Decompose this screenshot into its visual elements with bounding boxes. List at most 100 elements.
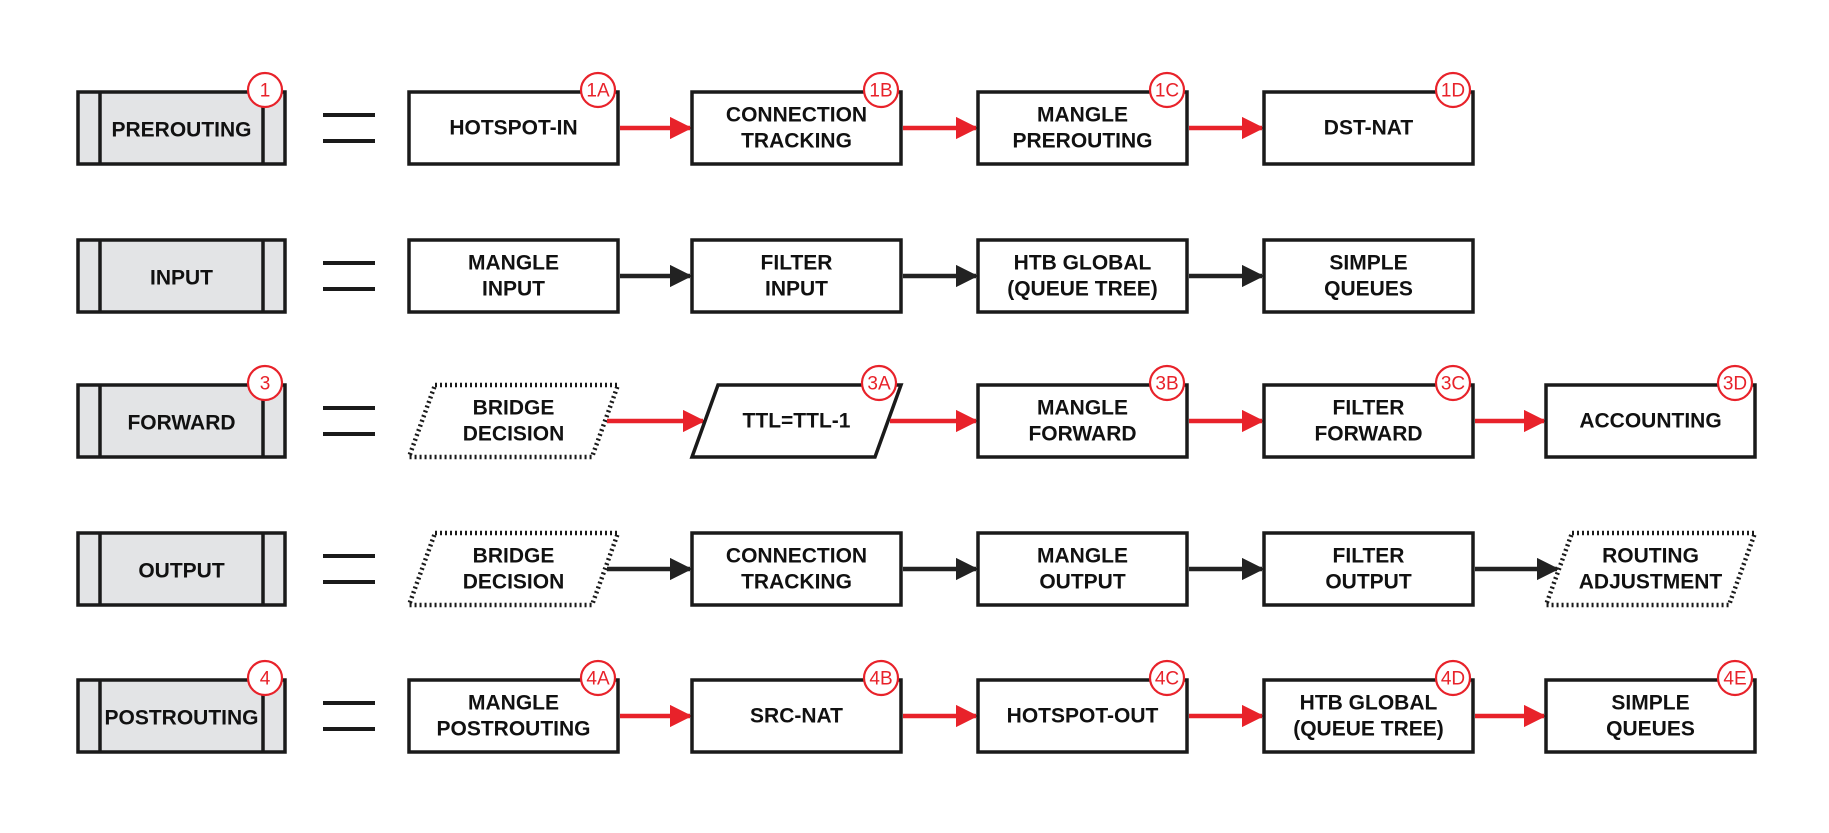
chain-row-forward: FORWARD3BRIDGEDECISIONTTL=TTL-13AMANGLEF… [76,364,1757,460]
step-box: FILTER OUTPUT [1262,531,1475,607]
step-badge-circle [1148,364,1186,402]
step-label: SIMPLE [1329,252,1407,275]
chain-badge-circle [246,659,284,697]
chain-badge-circle [246,71,284,109]
step-label: MANGLE [468,252,559,275]
step-badge: 3C [1441,374,1465,395]
chain-box: INPUT [76,238,287,314]
step-box: MANGLE POSTROUTING 4A [407,659,620,754]
step-box: SIMPLE QUEUES [1262,238,1475,314]
chain-label: INPUT [150,267,213,290]
step-box-frame [1262,531,1475,607]
chain-box-frame [76,238,287,314]
step-label: ROUTING [1602,545,1699,568]
chain-box-frame [76,678,287,754]
chain-badge: 3 [260,374,271,395]
step-badge: 4C [1155,669,1179,690]
step-label: (QUEUE TREE) [1293,718,1444,741]
step-parallelogram [689,383,904,459]
step-label: MANGLE [468,692,559,715]
step-badge-circle [579,659,617,697]
step-badge-circle [860,364,898,402]
step-box-frame [407,90,620,166]
step-box-frame [1262,383,1475,459]
step-badge: 1C [1155,81,1179,102]
chain-badge-circle [246,364,284,402]
chain-label: PREROUTING [111,119,251,142]
step-label: MANGLE [1037,545,1128,568]
step-label: INPUT [765,278,828,301]
step-box: FILTER INPUT [690,238,903,314]
step-badge: 4A [586,669,610,690]
chain-row-input: INPUT MANGLE INPUT FILTER INPUT HTB GLOBAL(QU… [76,238,1475,314]
step-badge: 4B [869,669,892,690]
step-box: MANGLE INPUT [407,238,620,314]
step-badge: 4D [1441,669,1465,690]
step-label: HTB GLOBAL [1300,692,1438,715]
step-badge-circle [862,659,900,697]
step-label: QUEUES [1324,278,1413,301]
step-label: BRIDGE [473,545,555,568]
step-label: BRIDGE [473,397,555,420]
step-badge: 1B [869,81,892,102]
chain-box-frame [76,90,287,166]
step-box-frame [1544,678,1757,754]
step-label: HOTSPOT-IN [449,117,577,140]
step-badge: 1A [586,81,610,102]
step-box: BRIDGE DECISION [405,382,622,460]
step-box: HTB GLOBAL (QUEUE TREE) 4D [1262,659,1475,754]
chain-badge: 1 [260,81,271,102]
step-badge-circle [1434,364,1472,402]
chain-badge: 4 [260,669,271,690]
step-box-frame [690,238,903,314]
step-label: DECISION [463,423,565,446]
step-box-frame [690,678,903,754]
decision-parallelogram [1542,530,1759,608]
decision-parallelogram [405,382,622,460]
step-badge: 3D [1723,374,1747,395]
step-label: HOTSPOT-OUT [1007,705,1159,728]
step-label: TTL=TTL-1 [743,410,851,433]
step-box-frame [976,531,1189,607]
step-box-frame [407,678,620,754]
chain-label: OUTPUT [138,560,225,583]
step-box-frame [1262,238,1475,314]
step-label: MANGLE [1037,104,1128,127]
step-label: INPUT [482,278,545,301]
step-box: HOTSPOT-OUT 4C [976,659,1189,754]
step-label: CONNECTION [726,545,867,568]
step-badge-circle [862,71,900,109]
chain-box-frame [76,531,287,607]
decision-parallelogram [405,530,622,608]
step-label: FILTER [1333,545,1405,568]
step-badge-circle [1434,659,1472,697]
step-badge-circle [579,71,617,109]
step-box: HTB GLOBAL(QUEUE TREE) [976,238,1189,314]
step-label: CONNECTION [726,104,867,127]
step-box-frame [976,678,1189,754]
chain-box: PREROUTING 1 [76,71,287,166]
step-label: SIMPLE [1611,692,1689,715]
step-label: POSTROUTING [436,718,590,741]
step-label: QUEUES [1606,718,1695,741]
step-box: CONNECTION TRACKING [690,531,903,607]
step-label: TRACKING [741,571,852,594]
step-label: FILTER [761,252,833,275]
step-box-frame [1544,383,1757,459]
step-badge-circle [1148,71,1186,109]
step-box-frame [1262,90,1475,166]
chain-row-postrouting: POSTROUTING 4 MANGLE POSTROUTING 4A SRC-NAT4B… [76,659,1757,754]
step-label: FILTER [1333,397,1405,420]
step-label: OUTPUT [1325,571,1412,594]
